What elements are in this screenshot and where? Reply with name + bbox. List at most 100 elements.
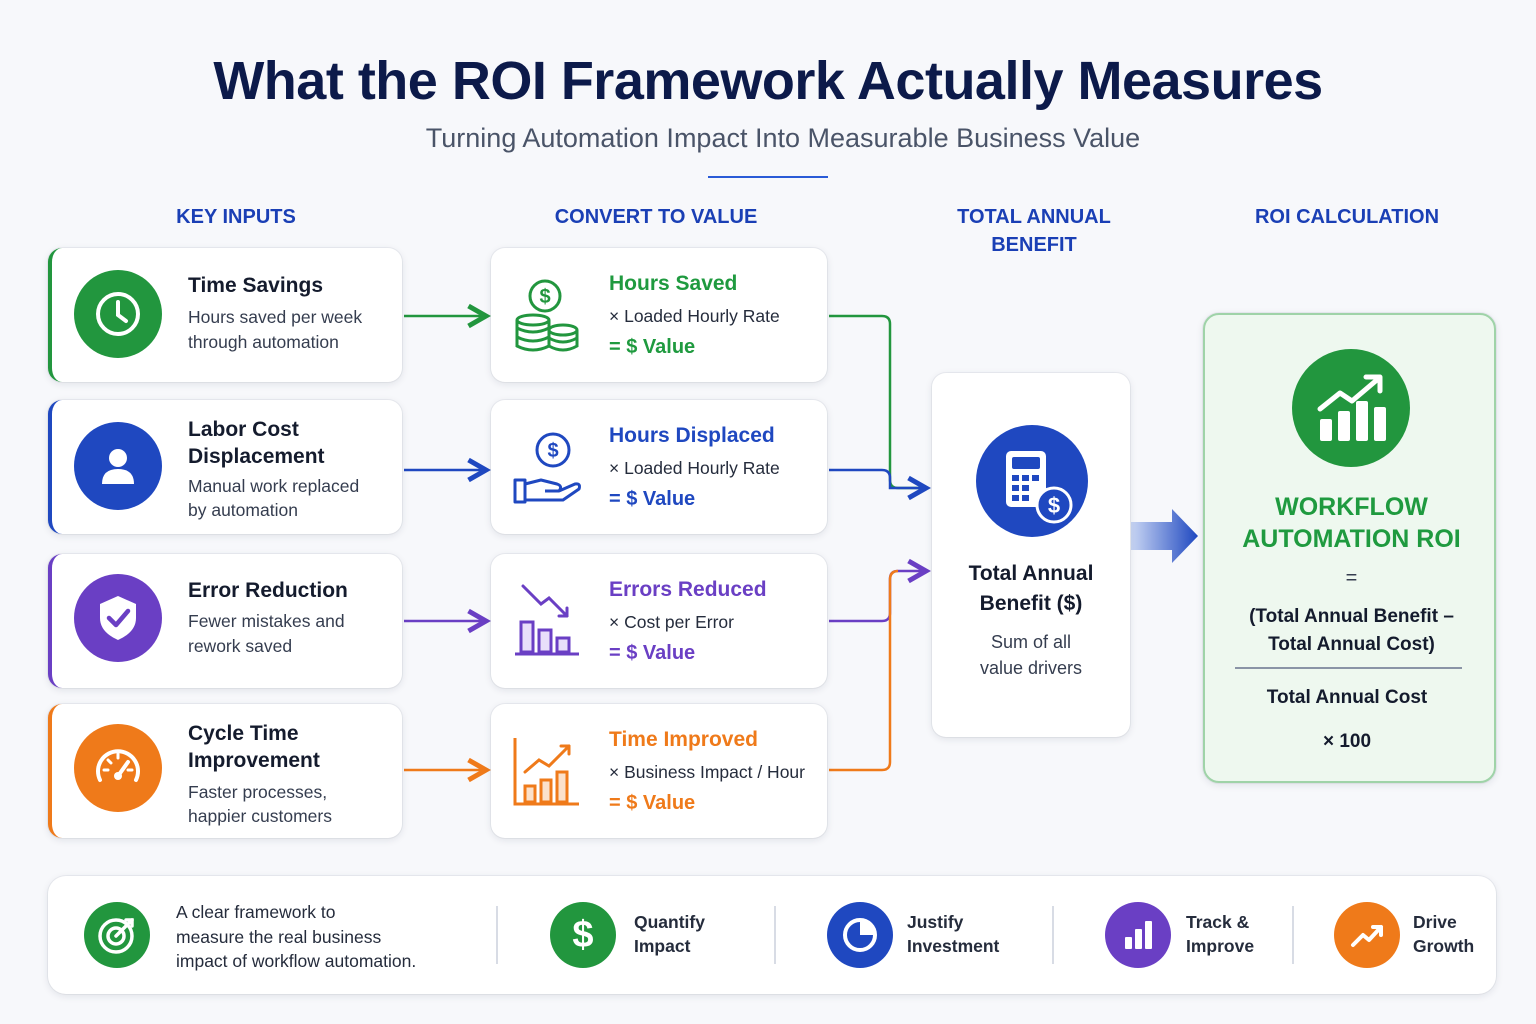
footer-item-drive-growth: Drive Growth bbox=[1413, 910, 1474, 958]
target-icon bbox=[84, 902, 150, 968]
roi-label-line: AUTOMATION ROI bbox=[1242, 525, 1461, 553]
footer-item-line: Growth bbox=[1413, 936, 1475, 956]
svg-text:$: $ bbox=[1048, 493, 1060, 518]
footer-divider bbox=[1292, 906, 1294, 964]
benefit-description: Sum of all value drivers bbox=[932, 629, 1130, 681]
column-heading-total-annual-benefit: TOTAL ANNUAL BENEFIT bbox=[924, 203, 1144, 259]
input-card-time-savings: Time Savings Hours saved per week throug… bbox=[48, 248, 402, 382]
hand-dollar-icon: $ bbox=[511, 428, 583, 508]
input-title: Cycle Time bbox=[188, 722, 299, 745]
value-result: = $ Value bbox=[609, 488, 696, 510]
pie-chart-icon bbox=[827, 902, 893, 968]
value-card-errors-reduced: Errors Reduced × Cost per Error = $ Valu… bbox=[491, 554, 827, 688]
clock-icon bbox=[74, 270, 162, 358]
column-heading-convert-to-value: CONVERT TO VALUE bbox=[554, 206, 758, 228]
connector-errors-reduced bbox=[829, 571, 926, 623]
person-icon bbox=[74, 422, 162, 510]
footer-divider bbox=[774, 906, 776, 964]
speedometer-icon bbox=[74, 724, 162, 812]
input-description: Faster processes, bbox=[188, 782, 328, 802]
footer-intro-line: A clear framework to bbox=[176, 902, 336, 922]
benefit-title: Total Annual Benefit ($) bbox=[932, 559, 1130, 619]
value-result: = $ Value bbox=[609, 336, 696, 358]
calculator-dollar-icon: $ bbox=[976, 425, 1088, 537]
footer-divider bbox=[1052, 906, 1054, 964]
roi-label-line: WORKFLOW bbox=[1275, 493, 1428, 521]
column-heading-line: TOTAL ANNUAL bbox=[957, 206, 1111, 228]
trend-up-icon bbox=[1334, 902, 1400, 968]
input-title: Improvement bbox=[188, 749, 320, 772]
value-title: Time Improved bbox=[609, 728, 758, 751]
input-description: Manual work replaced bbox=[188, 476, 360, 496]
footer-item-justify-investment: Justify Investment bbox=[907, 910, 999, 958]
benefit-title-line: Total Annual bbox=[968, 562, 1094, 585]
page-subtitle: Turning Automation Impact Into Measurabl… bbox=[425, 123, 1141, 153]
footer-intro-line: measure the real business bbox=[176, 926, 382, 947]
shield-check-icon bbox=[74, 574, 162, 662]
value-title: Hours Displaced bbox=[609, 424, 775, 447]
footer-item-track-improve: Track & Improve bbox=[1186, 910, 1254, 958]
value-title: Errors Reduced bbox=[609, 578, 767, 601]
footer-item-line: Drive bbox=[1413, 912, 1457, 932]
input-description: Hours saved per week bbox=[188, 307, 363, 327]
column-heading-roi-calculation: ROI CALCULATION bbox=[1254, 206, 1440, 228]
roi-calculation-card: WORKFLOW AUTOMATION ROI = (Total Annual … bbox=[1203, 313, 1496, 783]
footer-item-line: Investment bbox=[907, 936, 1000, 956]
value-multiplier: × Loaded Hourly Rate bbox=[609, 306, 780, 326]
page-title: What the ROI Framework Actually Measures bbox=[213, 51, 1323, 111]
roi-denominator: Total Annual Cost bbox=[1266, 687, 1428, 708]
bar-chart-icon bbox=[1105, 902, 1171, 968]
growth-chart-icon bbox=[1292, 349, 1410, 467]
footer-item-line: Impact bbox=[634, 936, 691, 956]
rising-bars-icon bbox=[511, 732, 583, 812]
footer-benefits-bar: A clear framework to measure the real bu… bbox=[48, 876, 1496, 994]
column-heading-line: BENEFIT bbox=[991, 234, 1077, 256]
value-result: = $ Value bbox=[609, 642, 696, 664]
roi-numerator-line: Total Annual Cost) bbox=[1268, 634, 1435, 655]
benefit-description-line: Sum of all bbox=[990, 632, 1072, 652]
input-description: by automation bbox=[188, 500, 298, 520]
footer-intro: A clear framework to measure the real bu… bbox=[176, 900, 416, 974]
roi-numerator: (Total Annual Benefit – Total Annual Cos… bbox=[1205, 603, 1498, 659]
roi-fraction-bar bbox=[1235, 667, 1462, 669]
input-title: Displacement bbox=[188, 445, 325, 468]
footer-divider bbox=[496, 906, 498, 964]
big-arrow bbox=[1131, 509, 1198, 563]
dollar-icon: $ bbox=[550, 902, 616, 968]
input-title: Labor Cost bbox=[188, 418, 299, 441]
input-description: through automation bbox=[188, 332, 339, 352]
footer-item-line: Improve bbox=[1186, 936, 1255, 956]
roi-multiplier: × 100 bbox=[1322, 731, 1372, 752]
input-title: Time Savings bbox=[188, 274, 324, 297]
footer-item-quantify-impact: Quantify Impact bbox=[634, 910, 705, 958]
total-annual-benefit-card: $ Total Annual Benefit ($) Sum of all va… bbox=[932, 373, 1130, 737]
title-divider bbox=[708, 176, 828, 178]
footer-intro-line: impact of workflow automation. bbox=[176, 951, 417, 971]
value-multiplier: × Loaded Hourly Rate bbox=[609, 458, 780, 478]
roi-label: WORKFLOW AUTOMATION ROI bbox=[1205, 491, 1498, 555]
declining-bars-icon bbox=[511, 582, 583, 662]
input-description: Fewer mistakes and bbox=[188, 611, 345, 631]
input-card-cycle-time: Cycle Time Improvement Faster processes,… bbox=[48, 704, 402, 838]
connector-hours-displaced bbox=[829, 468, 926, 488]
roi-numerator-line: (Total Annual Benefit – bbox=[1249, 606, 1454, 627]
roi-equals: = bbox=[1345, 567, 1358, 589]
input-title: Error Reduction bbox=[188, 579, 348, 602]
value-result: = $ Value bbox=[609, 792, 696, 814]
input-description: rework saved bbox=[188, 636, 293, 656]
footer-item-line: Justify bbox=[907, 912, 964, 932]
svg-text:$: $ bbox=[539, 286, 550, 308]
value-multiplier: × Business Impact / Hour bbox=[609, 762, 805, 782]
footer-item-line: Quantify bbox=[634, 912, 705, 932]
connector-hours-saved bbox=[829, 314, 926, 490]
benefit-title-line: Benefit ($) bbox=[979, 592, 1083, 615]
value-multiplier: × Cost per Error bbox=[609, 612, 734, 632]
connector-time-improved bbox=[829, 569, 899, 772]
column-heading-key-inputs: KEY INPUTS bbox=[176, 206, 296, 228]
value-card-hours-saved: $ Hours Saved × Loaded Hourly Rate = $ V… bbox=[491, 248, 827, 382]
input-card-error-reduction: Error Reduction Fewer mistakes and rewor… bbox=[48, 554, 402, 688]
svg-text:$: $ bbox=[547, 440, 558, 462]
value-card-time-improved: Time Improved × Business Impact / Hour =… bbox=[491, 704, 827, 838]
footer-item-line: Track & bbox=[1186, 912, 1250, 932]
